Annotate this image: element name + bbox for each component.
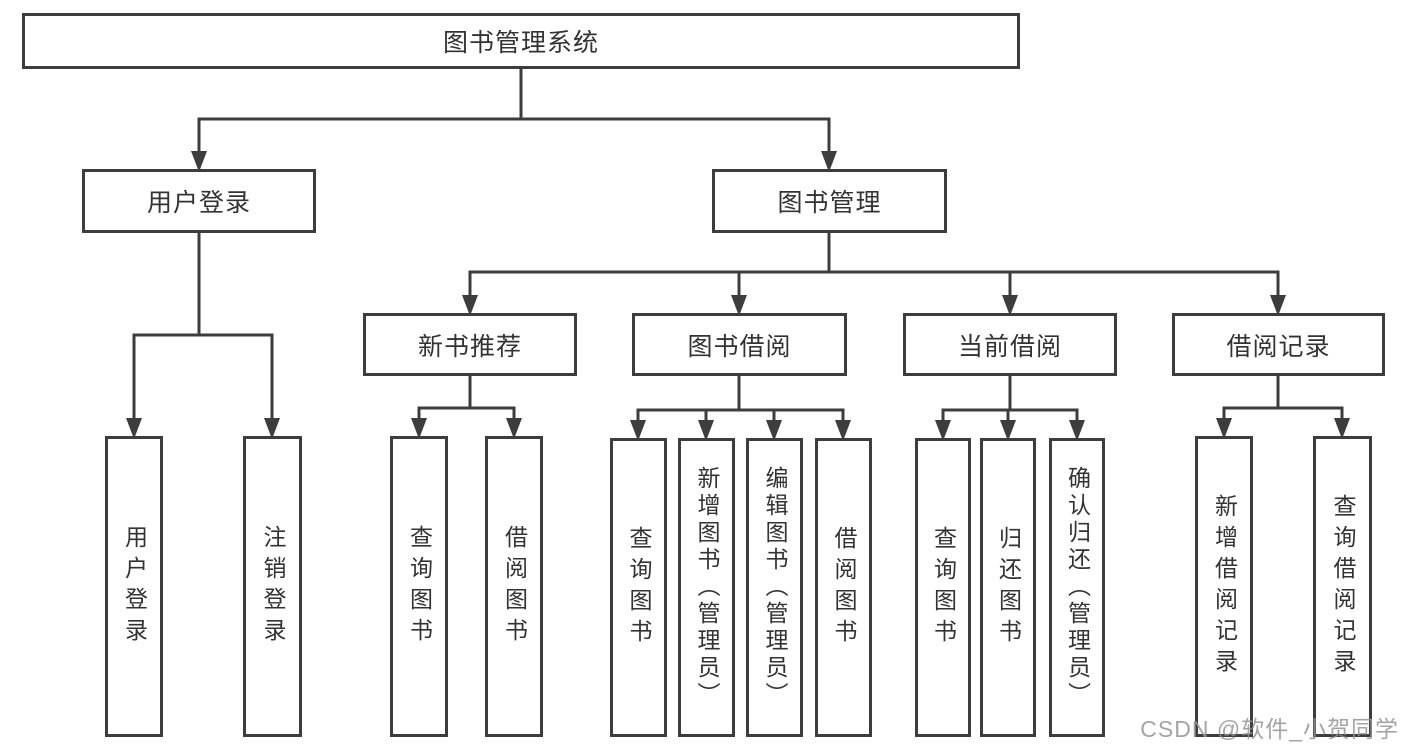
node-leaf-bb-edit-book: 编辑图书（管理员） [746,438,803,737]
node-leaf-bb-add-book: 新增图书（管理员） [678,438,735,737]
node-label: 注销登录 [260,524,286,649]
node-label: 图书管理 [777,189,882,217]
node-label: 确认归还（管理员） [1064,466,1091,709]
node-leaf-user-login: 用户登录 [105,436,163,737]
node-book-borrowing: 图书借阅 [632,313,847,376]
node-current-borrowing: 当前借阅 [903,313,1117,376]
node-label: 新增借阅记录 [1211,493,1238,680]
node-leaf-nbr-borrow-book: 借阅图书 [485,436,543,737]
node-label: 编辑图书（管理员） [762,466,788,709]
node-leaf-nbr-query-book: 查询图书 [390,436,448,737]
node-borrowing-records: 借阅记录 [1172,313,1385,376]
node-label: 归还图书 [995,525,1022,650]
node-label: 当前借阅 [957,332,1062,361]
node-leaf-bb-query-book: 查询图书 [610,438,667,737]
node-leaf-cb-confirm-return: 确认归还（管理员） [1049,438,1105,737]
node-root: 图书管理系统 [22,13,1020,69]
node-user-login: 用户登录 [82,169,316,233]
node-label: 用户登录 [121,524,148,649]
node-leaf-cb-return-book: 归还图书 [980,438,1036,737]
node-leaf-logout: 注销登录 [243,436,302,737]
node-label: 借阅记录 [1226,332,1331,361]
node-label: 新增图书（管理员） [694,466,720,709]
node-leaf-cb-query-book: 查询图书 [915,438,971,737]
node-leaf-br-add-record: 新增借阅记录 [1195,436,1253,737]
node-leaf-br-query-record: 查询借阅记录 [1313,436,1372,737]
node-label: 图书管理系统 [442,29,599,57]
node-label: 查询图书 [406,524,433,649]
node-leaf-bb-borrow-book: 借阅图书 [815,438,872,737]
node-label: 借阅图书 [831,525,857,650]
node-label: 图书借阅 [687,332,792,361]
node-label: 查询借阅记录 [1330,493,1356,680]
node-new-book-recommend: 新书推荐 [363,313,577,376]
node-label: 查询图书 [930,525,957,650]
node-label: 新书推荐 [417,332,522,361]
node-label: 用户登录 [146,189,251,217]
node-label: 查询图书 [626,525,652,650]
node-label: 借阅图书 [501,524,528,649]
node-book-management: 图书管理 [712,169,947,233]
